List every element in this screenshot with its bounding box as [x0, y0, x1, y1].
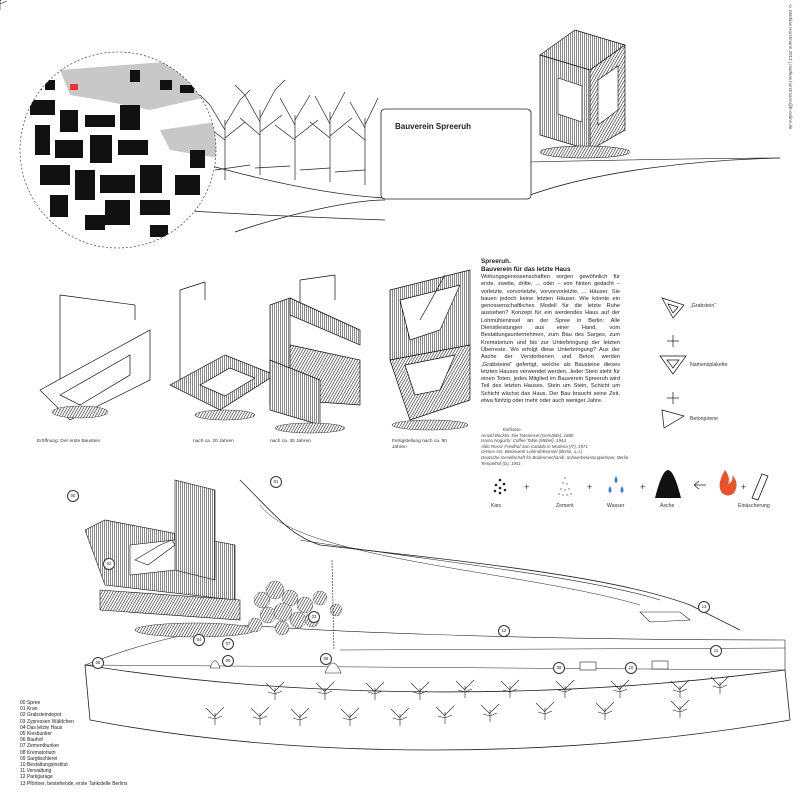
marker-12: 12 [498, 625, 510, 637]
concept-title: Spreeruh. [481, 258, 511, 265]
marker-04: 04 [193, 634, 205, 646]
sign-label: Bauverein Spreeruh [395, 122, 472, 131]
cypress-grove [247, 580, 343, 636]
concept-subtitle: Bauverein für das letzte Haus [481, 266, 571, 273]
reference-item: Arnold Böcklin: Die Toteninsel (Gemälde)… [481, 432, 574, 438]
kies-icon [493, 478, 507, 495]
phase-drawings [39, 269, 471, 434]
legend-item: 03 Zypressen Wäldchen [20, 718, 74, 725]
island-trees [0, 0, 730, 727]
legend-item: 05 Kiesbunker [20, 731, 52, 738]
marker-10: 10 [625, 662, 637, 674]
marker-08: 08 [320, 653, 332, 665]
plus-icon: + [587, 482, 592, 492]
process-wasser: Wasser [607, 503, 625, 509]
site-map [20, 52, 216, 248]
reference-item: Deutsche Gesellschaft für Bodenmechanik:… [481, 454, 630, 466]
phase-4 [389, 269, 471, 431]
marker-13: 13 [698, 601, 710, 613]
marker-03: 03 [308, 611, 320, 623]
tree-row-top [199, 79, 379, 185]
marker-07: 07 [222, 638, 234, 650]
site-map-border [19, 51, 217, 249]
reference-item: Isamu Noguchi: Coffee Table (Möbel), 194… [481, 438, 566, 444]
marker-11: 11 [710, 645, 722, 657]
stone-legend-namensplakette: Namensplakette [690, 362, 728, 368]
phase-2 [169, 281, 276, 421]
marker-06: 06 [222, 655, 234, 667]
plus-icon: + [640, 482, 645, 492]
legend-item: 07 Zementbunker [20, 743, 60, 750]
process-icons: + + + + [493, 470, 769, 501]
site-axonometric [0, 0, 791, 751]
legend-item: 01 Kran [20, 706, 38, 713]
legend-item: 08 Krematorium [20, 749, 56, 756]
process-kies: Kies [491, 503, 502, 509]
phase-caption-3: nach ca. 35 Jahren [270, 439, 311, 444]
reference-item: Cemex AG: Betonwerk Lohmühleninsel (Berl… [481, 449, 583, 455]
process-asche: Asche [660, 503, 675, 509]
phase-1 [39, 294, 151, 421]
references-title: Einflüsse [503, 427, 521, 432]
concept-body: Wohungsgenossenschaften sorgen gewöhnlic… [481, 274, 620, 405]
phase-caption-4: Fertigstellung nach ca. 50 Jahren [392, 439, 447, 450]
legend-item: 09 Sargtischlerei [20, 755, 58, 762]
process-einaescherung: Einäscherung [738, 503, 770, 509]
process-zement: Zement [556, 503, 574, 509]
references: Einflüsse Arnold Böcklin: Die Toteninsel… [481, 427, 631, 466]
legend-item: 02 Grabsteindepot [20, 712, 62, 719]
marker-05: 05 [92, 657, 104, 669]
asche-icon [655, 470, 681, 498]
arrow-left-icon [693, 480, 706, 490]
stone-legend-grabstein: „Grabstein“ [690, 303, 716, 309]
stone-legend-betonpirene: Betonpirene [690, 416, 718, 422]
copyright: © Mathias Horstmann 2013 | mathias.horst… [788, 4, 793, 130]
concept-text: Spreeruh. Bauverein für das letzte Haus … [481, 258, 620, 405]
site-legend: 00 Spree 01 Kran 02 Grabsteindepot 03 Zy… [20, 700, 127, 787]
legend-item: 00 Spree [20, 700, 41, 706]
phase-caption-1: Eröffnung: Der erste Baustein [37, 439, 101, 444]
plus-icon: + [741, 482, 746, 492]
sign-board [380, 108, 532, 200]
top-perspective [174, 29, 781, 233]
legend-item: 06 Bauhof [20, 737, 43, 744]
reference-item: Aldo Rossi: Friedhof San Cataldo in Mode… [481, 443, 588, 449]
marker-02: 02 [103, 558, 115, 570]
marker-01: 01 [270, 476, 282, 488]
stone-icons [659, 297, 687, 429]
legend-item: 13 Pförtner, bestehende, erste Tankstell… [20, 780, 128, 787]
legend-item: 04 Das letzte Haus [20, 724, 63, 731]
legend-item: 10 Bestattungsinstitut [20, 762, 68, 769]
marker-00: 00 [67, 490, 79, 502]
legend-item: 11 Verwaltung [20, 768, 52, 775]
marker-09: 09 [553, 662, 565, 674]
phase-caption-2: nach ca. 20 Jahren [193, 439, 234, 444]
phase-3 [269, 274, 361, 434]
legend-item: 12 Parkgarage [20, 774, 53, 781]
zement-icon [558, 477, 572, 496]
last-house-tower [539, 29, 631, 159]
coffin-icon [751, 473, 769, 501]
plus-icon: + [524, 482, 529, 492]
fire-icon [719, 470, 737, 496]
wasser-icon [608, 476, 624, 493]
